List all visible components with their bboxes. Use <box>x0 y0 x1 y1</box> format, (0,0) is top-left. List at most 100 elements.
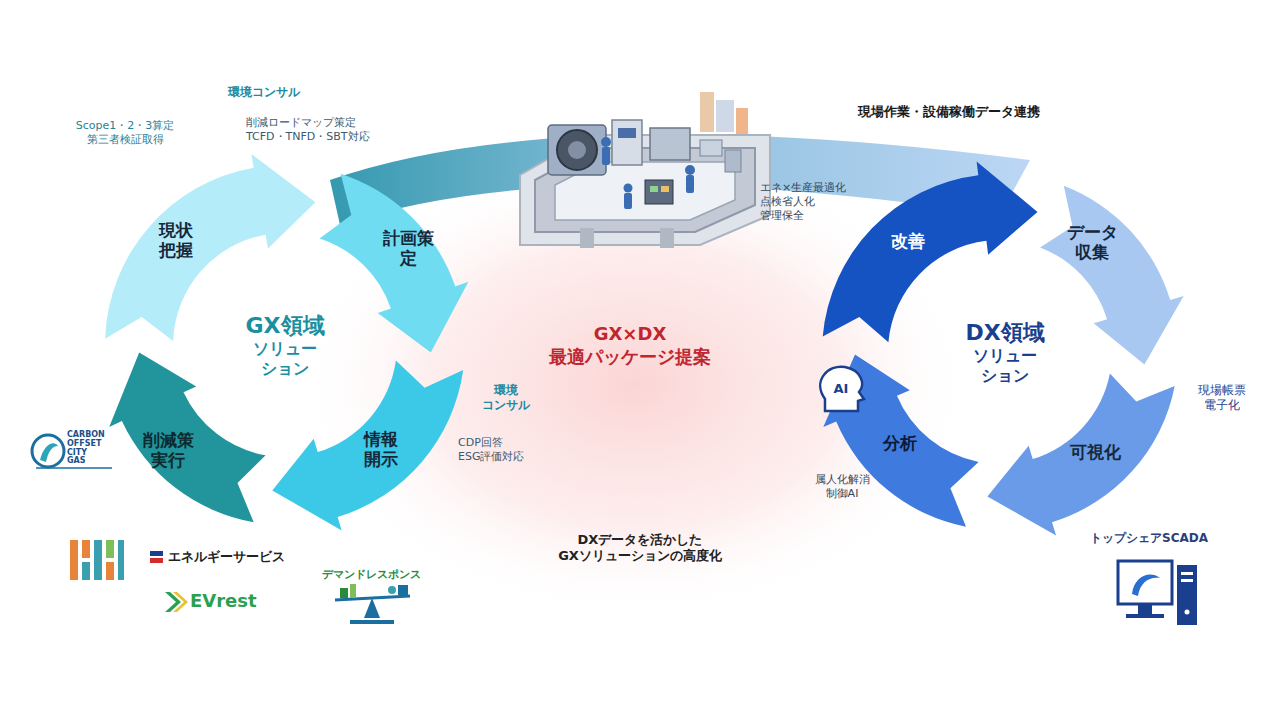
logo-text: EVrest <box>190 590 259 613</box>
flow-caption: 現場作業・設備稼働データ連携 <box>858 104 1042 120</box>
flow-caption: DXデータを活かした GXソリューションの高度化 <box>557 532 723 565</box>
scada-computer-icon <box>1126 614 1164 618</box>
stage-label: GX領域 <box>244 313 326 339</box>
stage-label: DX領域 <box>964 320 1046 346</box>
demand-response-scale <box>398 585 408 595</box>
logo-text: デマンドレスポンス <box>322 568 423 582</box>
factory-illustration <box>624 193 632 209</box>
carbon-offset-logo <box>32 435 64 467</box>
factory-illustration <box>650 186 658 192</box>
factory-illustration <box>716 100 734 132</box>
factory-illustration <box>520 92 770 248</box>
demand-response-scale <box>335 584 410 624</box>
scada-computer-icon <box>1138 604 1152 614</box>
logo-text: CARBON OFFSET CITY GAS <box>67 431 107 466</box>
stage-label: データ 収集 <box>1066 222 1119 263</box>
demand-response-scale <box>364 598 380 618</box>
demand-response-scale <box>350 620 394 624</box>
bar-logo <box>106 562 114 580</box>
factory-illustration <box>580 228 594 248</box>
factory-illustration <box>557 130 597 170</box>
service-note: エネ×生産最適化 点検省人化 管理保全 <box>760 181 849 222</box>
demand-response-scale <box>388 586 396 594</box>
stage-label: 可視化 <box>1069 442 1122 462</box>
cycle-arrow-segment <box>823 161 1038 342</box>
factory-illustration <box>736 108 748 134</box>
cycle-center: DX領域ソリュー ション <box>964 320 1046 385</box>
scada-computer-icon <box>1118 561 1197 625</box>
stage-label: 計画策 定 <box>382 228 435 269</box>
factory-illustration <box>601 137 695 209</box>
service-note: CDP回答 ESG評価対応 <box>458 436 527 464</box>
service-note: 属人化解消 制御AI <box>814 473 871 501</box>
scada-computer-icon <box>1177 565 1197 625</box>
factory-illustration <box>685 165 695 175</box>
cycle-arrow-segment <box>272 361 463 531</box>
cycle-arrow-segment <box>320 174 469 353</box>
scada-computer-icon <box>1181 579 1193 582</box>
stage-label: 削減策 実行 <box>142 430 195 471</box>
bar-logo <box>94 540 102 580</box>
factory-illustration <box>612 120 642 165</box>
scada-computer-icon <box>1132 575 1160 596</box>
energy-service-mark <box>150 551 163 556</box>
service-note: 削減ロードマップ策定 TCFD・TNFD・SBT対応 <box>246 116 372 144</box>
cycle-arrow-segment <box>109 353 265 523</box>
bar-logo <box>106 540 114 558</box>
cycle-stage: 削減策 実行 <box>142 430 195 471</box>
cycle-center: GX領域ソリュー ション <box>244 313 326 378</box>
demand-response-scale <box>340 588 348 598</box>
factory-illustration <box>618 128 636 138</box>
product-label: トップシェアSCADA <box>1090 531 1210 546</box>
demand-response-scale <box>350 584 356 598</box>
evrest-mark <box>165 592 188 612</box>
cycle-arrow-segment <box>1040 186 1184 365</box>
bar-logo <box>82 562 90 580</box>
consult-label: 環境 コンサル <box>481 383 531 413</box>
stage-label: 改善 <box>890 231 926 251</box>
factory-illustration <box>725 150 741 172</box>
stage-subtitle: ソリュー ション <box>972 346 1038 384</box>
factory-illustration <box>548 125 606 175</box>
factory-illustration <box>602 147 610 165</box>
stage-subtitle: ソリュー ション <box>252 339 318 377</box>
carbon-offset-logo <box>40 443 58 462</box>
evrest-mark <box>173 592 188 612</box>
stage-label: 現状 把握 <box>158 220 194 261</box>
stage-label: 分析 <box>882 433 918 453</box>
factory-illustration <box>645 180 673 204</box>
factory-illustration <box>624 184 633 193</box>
cycle-stage: 情報 開示 <box>363 429 399 470</box>
factory-illustration <box>650 128 690 160</box>
factory-illustration <box>660 228 674 248</box>
logo-text: エネルギーサービス <box>168 549 287 565</box>
cycle-stage: 分析 <box>882 433 918 453</box>
factory-illustration <box>601 137 611 147</box>
carbon-offset-logo <box>36 467 112 469</box>
energy-service-mark <box>150 558 163 563</box>
factory-illustration <box>661 186 669 192</box>
ai-head-icon <box>820 367 864 411</box>
ai-icon-text: AI <box>834 381 851 397</box>
cycle-stage: 改善 <box>890 231 926 251</box>
scada-computer-icon <box>1185 610 1190 615</box>
factory-illustration <box>700 92 714 132</box>
bar-logo <box>70 540 124 580</box>
cycle-stage: 現状 把握 <box>158 220 194 261</box>
factory-illustration <box>686 175 694 193</box>
service-note: Scope1・2・3算定 第三者検証取得 <box>75 119 176 147</box>
bar-logo <box>82 540 90 558</box>
factory-illustration <box>700 140 722 156</box>
scada-computer-icon <box>1181 572 1193 575</box>
consult-label: 環境コンサル <box>228 85 302 100</box>
service-note: 現場帳票 電子化 <box>1197 383 1247 413</box>
cycle-arrow-segment <box>987 373 1174 535</box>
cycle-stage: データ 収集 <box>1066 222 1119 263</box>
cycle-stage: 計画策 定 <box>382 228 435 269</box>
stage-label: 情報 開示 <box>363 429 399 470</box>
bar-logo <box>70 540 78 580</box>
ai-head-icon <box>820 367 864 411</box>
bar-logo <box>118 540 124 580</box>
scada-computer-icon <box>1118 561 1172 604</box>
